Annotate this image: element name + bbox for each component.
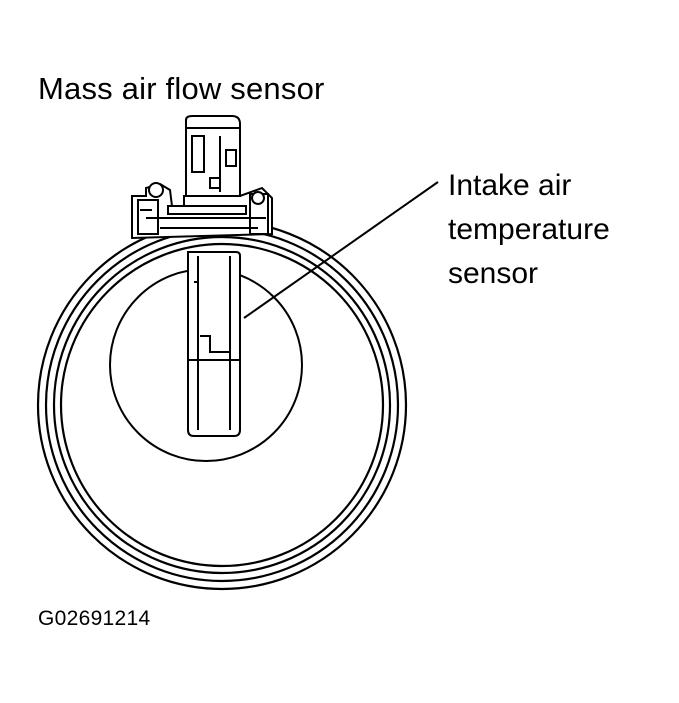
figure-id: G02691214 [38,607,151,630]
electrical-connector [185,115,241,197]
outer-ring-4 [59,242,385,568]
outer-ring-3 [52,235,392,575]
callout-line-2: temperature [448,213,610,246]
callout-line-1: Intake air [448,169,572,202]
diagram-title: Mass air flow sensor [38,71,325,106]
callout-leader-line [243,181,439,319]
callout-line-3: sensor [448,257,539,290]
intake-air-temperature-sensor-label: Intake air temperature sensor [448,164,610,296]
mounting-block [131,182,273,240]
sensor-probe [187,251,241,437]
